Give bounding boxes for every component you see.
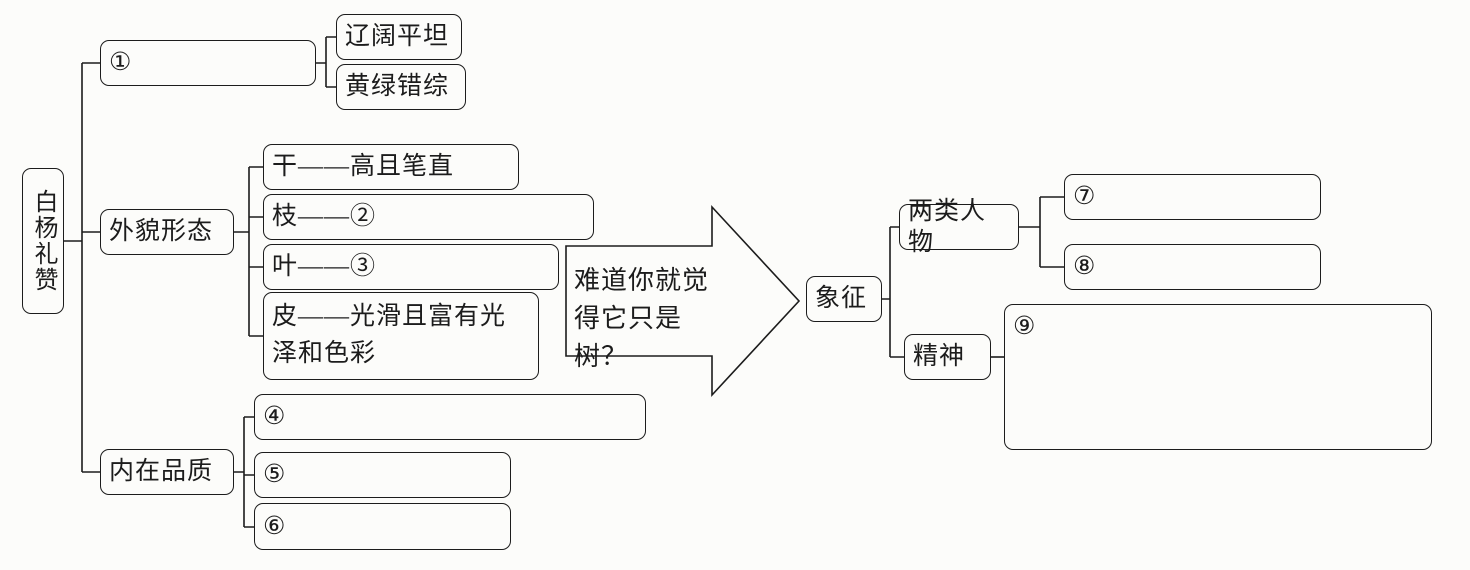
- arrow-question-line1: 难道你就觉: [574, 266, 710, 295]
- node-yellow-green-label: 黄绿错综: [345, 73, 450, 101]
- node-vast-flat-label: 辽阔平坦: [345, 23, 450, 51]
- node-vast-flat: 辽阔平坦: [336, 14, 462, 60]
- node-blank-1-label: ①: [109, 49, 133, 77]
- node-branches-label: 枝——②: [272, 203, 377, 231]
- node-leaves: 叶——③: [263, 244, 559, 290]
- node-blank-9: ⑨: [1004, 304, 1432, 450]
- node-inner-quality-label: 内在品质: [109, 458, 214, 486]
- node-blank-7-label: ⑦: [1073, 183, 1097, 211]
- node-trunk-label: 干——高且笔直: [272, 153, 455, 181]
- node-root-label: 白杨礼赞: [30, 189, 56, 293]
- node-blank-4-label: ④: [263, 403, 287, 431]
- node-blank-5-label: ⑤: [263, 461, 287, 489]
- node-blank-5: ⑤: [254, 452, 511, 498]
- node-blank-6-label: ⑥: [263, 512, 287, 540]
- node-blank-8: ⑧: [1064, 244, 1321, 290]
- node-appearance-label: 外貌形态: [109, 218, 214, 246]
- node-bark: 皮——光滑且富有光泽和色彩: [263, 292, 539, 380]
- node-appearance: 外貌形态: [100, 209, 234, 255]
- node-yellow-green: 黄绿错综: [336, 64, 466, 110]
- connector-branch1-children: [316, 36, 336, 88]
- arrow-question-text: 难道你就觉 得它只是树？: [574, 262, 726, 376]
- connector-root-branches: [64, 62, 100, 473]
- node-blank-6: ⑥: [254, 503, 511, 550]
- node-blank-1: ①: [100, 40, 316, 86]
- node-spirit-label: 精神: [913, 343, 966, 371]
- node-trunk: 干——高且笔直: [263, 144, 519, 190]
- node-blank-8-label: ⑧: [1073, 253, 1097, 281]
- node-two-types: 两类人物: [899, 198, 1019, 256]
- node-branches: 枝——②: [263, 194, 594, 240]
- node-two-types-label: 两类人物: [908, 197, 987, 256]
- node-symbol-label: 象征: [815, 285, 868, 313]
- connector-branch3-children: [234, 416, 254, 528]
- connector-branch2-children: [234, 166, 263, 337]
- node-leaves-label: 叶——③: [272, 253, 377, 281]
- node-spirit: 精神: [904, 334, 991, 380]
- node-blank-4: ④: [254, 394, 646, 440]
- node-symbol: 象征: [806, 276, 882, 322]
- node-blank-7: ⑦: [1064, 174, 1321, 220]
- node-blank-9-label: ⑨: [1013, 313, 1037, 340]
- connector-symbol-branches: [882, 226, 904, 358]
- arrow-question-line2: 得它只是树？: [574, 304, 683, 371]
- arrow-shape: [565, 204, 801, 398]
- node-root: 白杨礼赞: [22, 168, 64, 314]
- node-inner-quality: 内在品质: [100, 449, 234, 495]
- node-bark-label: 皮——光滑且富有光泽和色彩: [272, 303, 507, 367]
- connector-two-types-children: [1019, 196, 1064, 268]
